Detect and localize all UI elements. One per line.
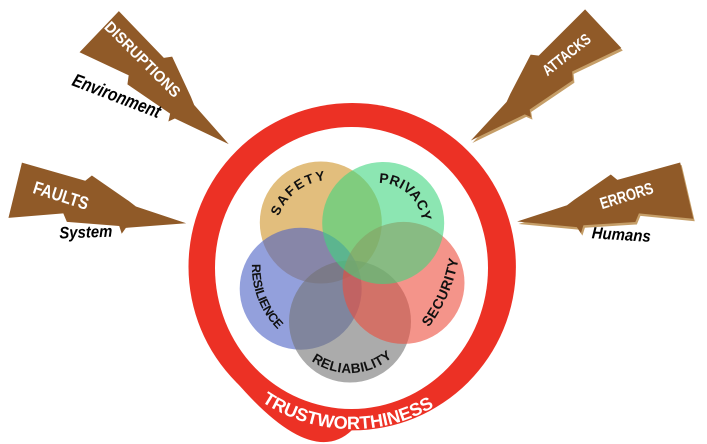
svg-text:System: System bbox=[59, 223, 113, 243]
svg-text:Humans: Humans bbox=[591, 224, 651, 246]
